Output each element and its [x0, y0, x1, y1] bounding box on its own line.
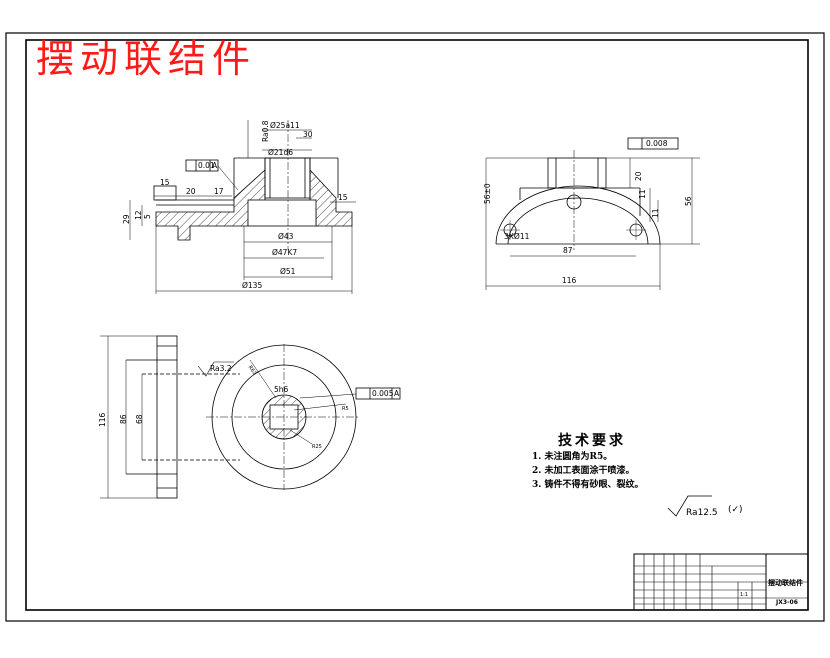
side-dim-w116: 116: [562, 276, 577, 285]
side-dim-h56: 56: [684, 196, 693, 206]
front-dim-w15r: 15: [338, 193, 348, 202]
front-dim-d21: Ø21d6: [268, 148, 293, 157]
side-dim-h11b: 11: [651, 208, 660, 218]
side-dim-w87: 87: [563, 246, 573, 255]
tech-req-heading: 技术要求: [558, 433, 626, 449]
drawing-title: 摆动联结件: [36, 37, 257, 81]
side-view: [485, 137, 700, 290]
outer-border: [5, 32, 825, 622]
front-flatness-ref: A: [212, 161, 218, 170]
tech-req-item-1: 1. 未注圆角为R5。: [532, 452, 613, 462]
top-view: [100, 335, 401, 499]
roughness-symbol: [667, 495, 712, 517]
title-block: [633, 553, 809, 611]
title-block-drawing-no: JX3-06: [775, 599, 798, 606]
roughness-suffix: (✓): [728, 505, 743, 515]
front-dim-d135: Ø135: [242, 281, 262, 290]
front-dim-w30: 30: [303, 130, 313, 139]
front-dim-d43: Ø43: [278, 232, 294, 241]
top-radius-2: R25: [312, 444, 322, 450]
top-radius-3: R62: [247, 365, 258, 377]
front-dim-w17: 17: [214, 187, 224, 196]
front-dim-d51: Ø51: [280, 267, 296, 276]
top-dim-h116: 116: [98, 412, 107, 427]
top-perpendicularity-value: 0.005: [372, 389, 394, 398]
top-dim-h86: 86: [119, 414, 128, 424]
top-perpendicularity-ref: A: [394, 389, 400, 398]
tech-req-item-2: 2. 未加工表面涂干喷漆。: [532, 466, 635, 476]
front-dim-w20: 20: [186, 187, 196, 196]
side-dim-d5: 56±0: [483, 183, 492, 204]
top-dim-key: 5h6: [274, 385, 289, 394]
front-section-view: [129, 120, 356, 294]
tech-req-item-3: 3. 铸件不得有砂眼、裂纹。: [532, 480, 644, 490]
front-dim-w15: 15: [160, 178, 170, 187]
side-dim-h20: 20: [634, 171, 643, 181]
top-roughness: Ra3.2: [210, 364, 232, 373]
front-dim-h12: 12: [134, 210, 143, 220]
title-block-part-name: 摆动联结件: [768, 578, 803, 587]
title-block-scale: 1:1: [740, 592, 748, 598]
front-roughness: Ra0.8: [261, 120, 270, 142]
roughness-note: Ra12.5: [686, 508, 718, 518]
technical-requirements: 技术要求 1. 未注圆角为R5。 2. 未加工表面涂干喷漆。 3. 铸件不得有砂…: [532, 430, 644, 492]
top-dim-h68: 68: [135, 414, 144, 424]
side-tolerance: 0.008: [646, 139, 668, 148]
front-flatness-value: 0.01: [198, 161, 215, 170]
front-dim-d47: Ø47K7: [272, 248, 297, 257]
side-holes-note: 3XØ11: [504, 232, 530, 241]
inner-border: [25, 39, 809, 611]
top-radius-1: R5: [342, 406, 349, 412]
side-dim-h11a: 11: [638, 189, 647, 199]
front-dim-h29: 29: [122, 214, 131, 224]
front-dim-d25: Ø25a11: [270, 121, 300, 130]
front-dim-h5: 5: [143, 214, 152, 219]
